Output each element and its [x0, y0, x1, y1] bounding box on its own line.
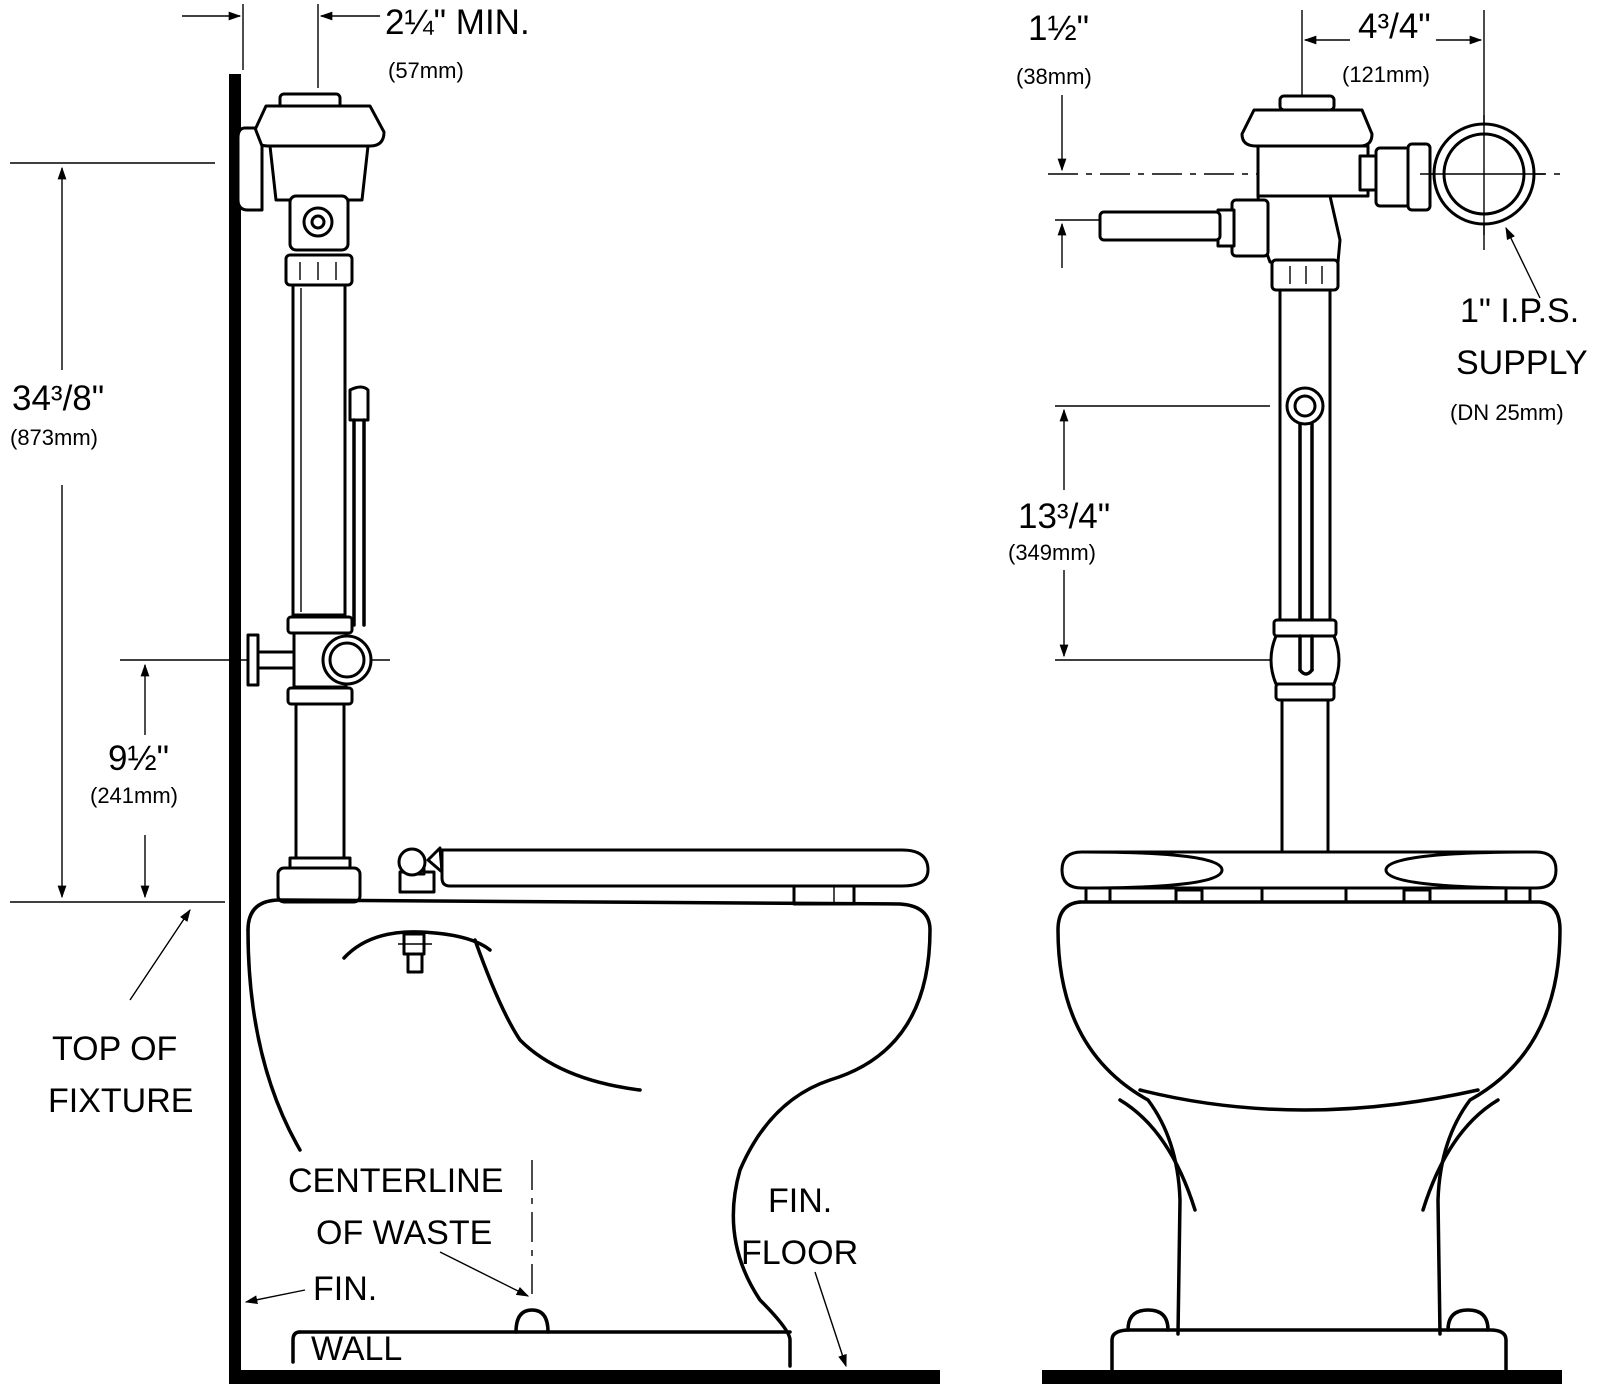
bowl-rim-back [246, 928, 302, 1152]
fin-floor-line2: FLOOR [741, 1234, 858, 1272]
min-dim-value: 2¼" MIN. [385, 3, 530, 42]
finished-floor-front [1042, 1370, 1562, 1384]
front-vacuum-breaker [1278, 288, 1332, 622]
lower-dim-metric: (241mm) [90, 783, 178, 808]
flush-tube [294, 702, 346, 861]
dim-b-value: 4³/4" [1358, 7, 1431, 46]
supply-arrow [1505, 226, 1541, 299]
top-of-fixture-line2: FIXTURE [48, 1082, 193, 1120]
bowl-outline [246, 898, 932, 1368]
front-bowl-right [1078, 900, 1562, 1336]
centerline-line1: CENTERLINE [288, 1162, 503, 1200]
front-flush-tube [1280, 698, 1330, 854]
finished-wall [229, 74, 241, 1382]
front-view: 4³/4" (121mm) 1½" (38mm) 13³/4" (349mm) [1008, 7, 1588, 1384]
fin-floor-line1: FIN. [768, 1182, 832, 1220]
floor-bolt-cap [514, 1308, 550, 1334]
supply-line1: 1" I.P.S. [1460, 292, 1579, 330]
finished-floor-side [229, 1370, 940, 1384]
valve-side [236, 126, 264, 212]
fin-floor-arrow [814, 1271, 847, 1368]
front-tailpiece-nut [1270, 258, 1340, 292]
spud-coupling [276, 866, 362, 904]
top-of-fixture-line1: TOP OF [52, 1030, 177, 1068]
supply-line3: (DN 25mm) [1450, 400, 1564, 425]
supply-line2: SUPPLY [1456, 344, 1588, 382]
front-stop-fitting [1269, 634, 1341, 686]
breaker-cap [348, 385, 370, 422]
toilet-seat-side [440, 848, 930, 888]
fin-wall-line2: WALL [311, 1330, 402, 1368]
bowl-trap [473, 938, 642, 1092]
lower-dim-value: 9½" [108, 739, 169, 778]
centerline-arrow [439, 1251, 530, 1297]
front-supply-coupling [1374, 146, 1412, 208]
dim-c-metric: (349mm) [1008, 540, 1096, 565]
seat-bumper [792, 884, 856, 906]
front-valve-cover [1240, 108, 1374, 148]
height-dim-value: 34³/8" [12, 379, 104, 418]
front-valve-lower [1256, 194, 1342, 264]
handle-coupling [1230, 198, 1270, 258]
centerline-line2: OF WASTE [316, 1214, 492, 1252]
front-valve-body [1256, 144, 1370, 198]
valve-body [268, 144, 370, 202]
fin-wall-line1: FIN. [313, 1270, 377, 1308]
dim-a-value: 1½" [1028, 9, 1089, 48]
dim-b-metric: (121mm) [1342, 62, 1430, 87]
tailpiece-nut [284, 253, 354, 287]
valve-cover [252, 104, 386, 148]
dim-c-value: 13³/4" [1018, 497, 1110, 536]
side-view: 34³/8" (873mm) 9½" (241mm) 2¼" MIN. (57m… [10, 3, 940, 1384]
dim-a-metric: (38mm) [1016, 64, 1092, 89]
height-dim-metric: (873mm) [10, 425, 98, 450]
min-dim-metric: (57mm) [388, 58, 464, 83]
front-bowl-left [1056, 900, 1182, 1336]
top-of-fixture-arrow [129, 908, 191, 1001]
fin-wall-arrow [244, 1289, 306, 1305]
front-bowl-base [1110, 1328, 1508, 1372]
supply-nipple [256, 650, 296, 670]
flush-handle [1098, 210, 1222, 242]
seat-hinge [397, 847, 427, 877]
